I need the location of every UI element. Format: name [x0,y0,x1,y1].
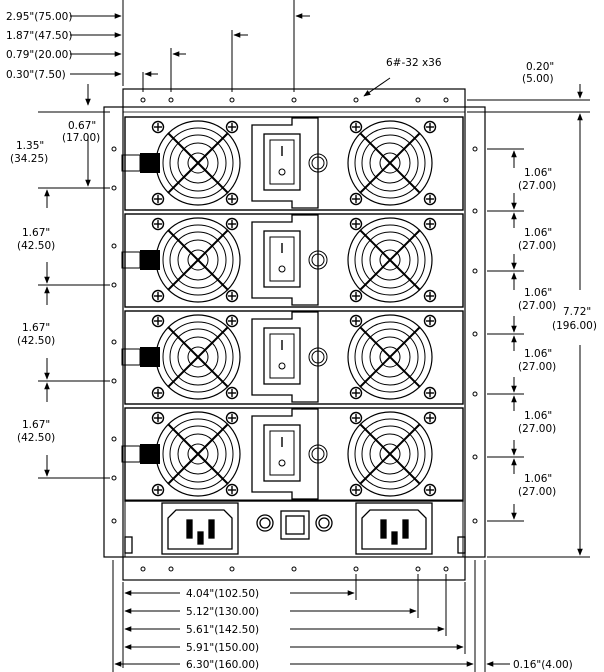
dim-label-left-a: 0.67" [68,120,96,132]
dim-label-left-2: 1.67" [22,322,50,334]
dim-label-right-5-mm: (27.00) [518,423,556,435]
dim-label-right-3-mm: (27.00) [518,300,556,312]
dim-label-side: 0.16"(4.00) [513,659,573,671]
dim-label-right-3: 1.06" [524,287,552,299]
ac-inlet-panel [124,499,466,558]
dim-label-right-4-mm: (27.00) [518,361,556,373]
dim-label-left-3-mm: (42.50) [17,432,55,444]
dim-label-top-4: 0.30"(7.50) [6,69,66,81]
dim-label-top-3: 0.79"(20.00) [6,49,72,61]
screw-note: 6#-32 x36 [386,57,442,69]
dim-label-bottom-3: 5.61"(142.50) [186,624,259,636]
dim-label-height: 7.72" [563,306,591,318]
psu-module [121,310,464,405]
dim-label-right-2-mm: (27.00) [518,240,556,252]
dim-label-left-1: 1.67" [22,227,50,239]
dim-label-top-right-mm: (5.00) [522,73,554,85]
psu-module [121,116,464,211]
dim-label-height-mm: (196.00) [552,320,597,332]
dim-label-bottom-5: 6.30"(160.00) [186,659,259,671]
dim-label-right-6-mm: (27.00) [518,486,556,498]
dim-label-right-1-mm: (27.00) [518,180,556,192]
dim-label-right-1: 1.06" [524,167,552,179]
dim-label-right-2: 1.06" [524,227,552,239]
dim-label-left-b: 1.35" [16,140,44,152]
psu-module [121,213,464,308]
dimension-labels: 2.95"(75.00) 1.87"(47.50) 0.79"(20.00) 0… [6,11,597,671]
dim-label-right-6: 1.06" [524,473,552,485]
dim-label-left-3: 1.67" [22,419,50,431]
dim-label-top-1: 2.95"(75.00) [6,11,72,23]
dim-label-left-2-mm: (42.50) [17,335,55,347]
dim-label-left-a-mm: (17.00) [62,132,100,144]
dim-label-bottom-1: 4.04"(102.50) [186,588,259,600]
dim-label-top-right: 0.20" [526,61,554,73]
dim-label-bottom-2: 5.12"(130.00) [186,606,259,618]
dimension-lines [38,0,590,672]
dim-label-left-1-mm: (42.50) [17,240,55,252]
dim-label-left-b-mm: (34.25) [10,153,48,165]
dim-label-top-2: 1.87"(47.50) [6,30,72,42]
dim-label-bottom-4: 5.91"(150.00) [186,642,259,654]
psu-module [121,407,464,502]
dim-label-right-5: 1.06" [524,410,552,422]
dim-label-right-4: 1.06" [524,348,552,360]
